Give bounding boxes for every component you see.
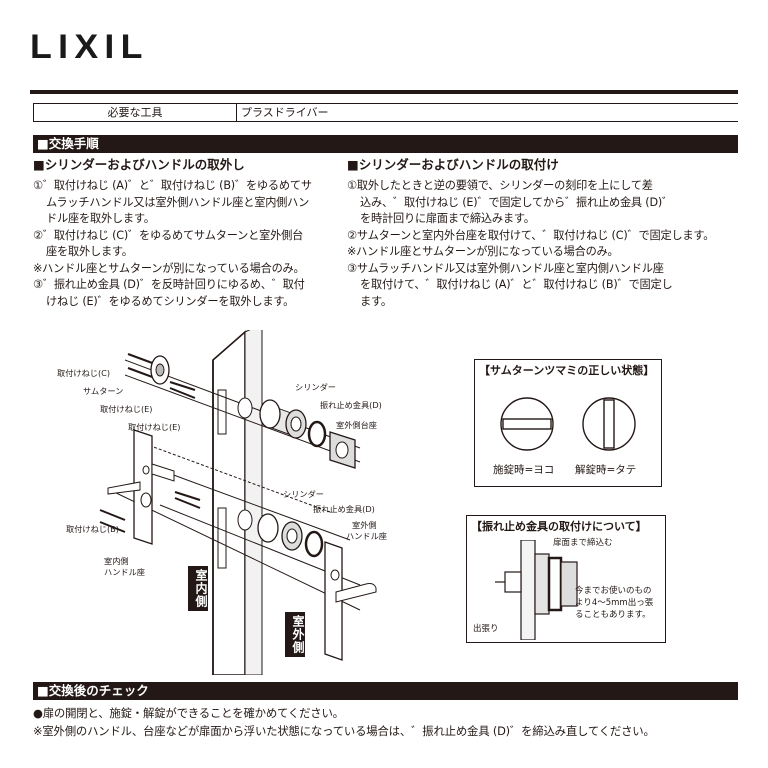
install-line: 込み、゛取付けねじ (E)゛で固定してから゛振れ止め金具 (D)゛ [360,195,674,209]
outdoor-side-tag: 室外側 [285,612,305,657]
install-steps: ①取外したときと逆の要領で、シリンダーの刻印を上にして差 込み、゛取付けねじ (… [347,178,714,310]
section-replace-heading: ■交換手順 [33,135,738,153]
tools-label: 必要な工具 [34,104,237,121]
install-line: を取付けて、゛取付けねじ (A)゛と゛取付けねじ (B)゛で固定し [360,278,673,291]
label-thumbturn: サムターン [83,386,124,396]
stopper-note-2: より4～5mm出っ張 [575,598,654,608]
stopper-box-title: 【振れ止め金具の取付けについて】 [471,520,647,533]
thumbturn-unlocked-label: 解錠時=タテ [575,464,637,476]
removal-line: けねじ (E)゛をゆるめてシリンダーを取外します。 [46,294,295,308]
removal-line: ③゛振れ止め金具 (D)゛を反時計回りにゆるめ、゛取付 [33,278,305,291]
install-line: ①取外したときと逆の要領で、シリンダーの刻印を上にして差 [347,179,653,192]
stopper-box: 【振れ止め金具の取付けについて】 扉面まで締込む 今までお使いのもの より4～5… [466,515,666,643]
lixil-logo: LIXIL [30,28,149,66]
removal-line: ②゛取付けねじ (C)゛をゆるめてサムターンと室外側台 [33,228,304,242]
removal-line: ①゛取付けねじ (A)゛と゛取付けねじ (B)゛をゆるめてサ [33,179,312,192]
install-heading: ■シリンダーおよびハンドルの取付け [347,157,559,172]
thumbturn-box-title: 【サムターンツマミの正しい状態】 [479,364,655,377]
thumbturn-illustration [500,397,636,451]
exploded-assembly-diagram [99,330,377,675]
indoor-side-tag: 室内側 [188,566,208,611]
check-line-2: ※室外側のハンドル、台座などが扉面から浮いた状態になっている場合は、゛振れ止め金… [33,724,655,738]
install-line: ②サムターンと室内外台座を取付けて、゛取付けねじ (C)゛で固定します。 [347,228,715,242]
stopper-note-1: 今までお使いのもの [575,586,652,596]
install-line: を時計回りに扉面まで締込みます。 [360,212,535,225]
stopper-protrude-label: 出張り [473,624,499,634]
removal-line: ドル座を取外します。 [46,212,155,225]
label-screw-b: 取付けねじ(B) [66,524,119,534]
thumbturn-box: 【サムターンツマミの正しい状態】 施錠時=ヨコ 解錠時=タテ [474,359,662,487]
install-line: ます。 [360,294,392,308]
label-outer-base: 室外側台座 [336,420,377,430]
label-stopper-upper: 振れ止め金具(D) [320,400,382,410]
label-stopper-lower: 振れ止め金具(D) [313,504,375,514]
label-screw-c: 取付けねじ(C) [57,368,111,378]
header-rule [30,90,738,94]
stopper-tighten-label: 扉面まで締込む [553,538,613,548]
label-inner-handle: 室内側 [104,556,129,566]
label-screw-e-lower: 取付けねじ(E) [128,422,181,432]
removal-line: 座を取外します。 [46,245,133,258]
stopper-note-3: ることもあります。 [575,610,651,620]
install-line: ※ハンドル座とサムターンが別になっている場合のみ。 [347,245,619,258]
label-cylinder-lower: シリンダー [283,489,324,499]
tools-table: 必要な工具 プラスドライバー [33,103,738,122]
install-line: ③サムラッチハンドル又は室外側ハンドル座と室内側ハンドル座 [347,261,664,275]
label-outer-handle-2: ハンドル座 [346,531,387,541]
stopper-illustration [495,540,578,640]
removal-steps: ①゛取付けねじ (A)゛と゛取付けねじ (B)゛をゆるめてサ ムラッチハンドル又… [33,178,312,310]
label-inner-handle-2: ハンドル座 [104,567,145,577]
check-line-1: ●扉の開閉と、施錠・解錠ができることを確かめてください。 [33,706,344,720]
label-cylinder-upper: シリンダー [295,382,336,392]
removal-line: ※ハンドル座とサムターンが別になっている場合のみ。 [33,261,305,275]
door-slab [212,330,246,675]
tools-value: プラスドライバー [241,106,329,119]
removal-heading: ■シリンダーおよびハンドルの取外し [33,157,245,172]
label-screw-e-upper: 取付けねじ(E) [100,404,153,414]
removal-line: ムラッチハンドル又は室外側ハンドル座と室内側ハン [46,195,310,209]
label-outer-handle: 室外側 [352,520,377,530]
thumbturn-locked-label: 施錠時=ヨコ [493,464,555,476]
section-check-heading: ■交換後のチェック [33,682,738,700]
